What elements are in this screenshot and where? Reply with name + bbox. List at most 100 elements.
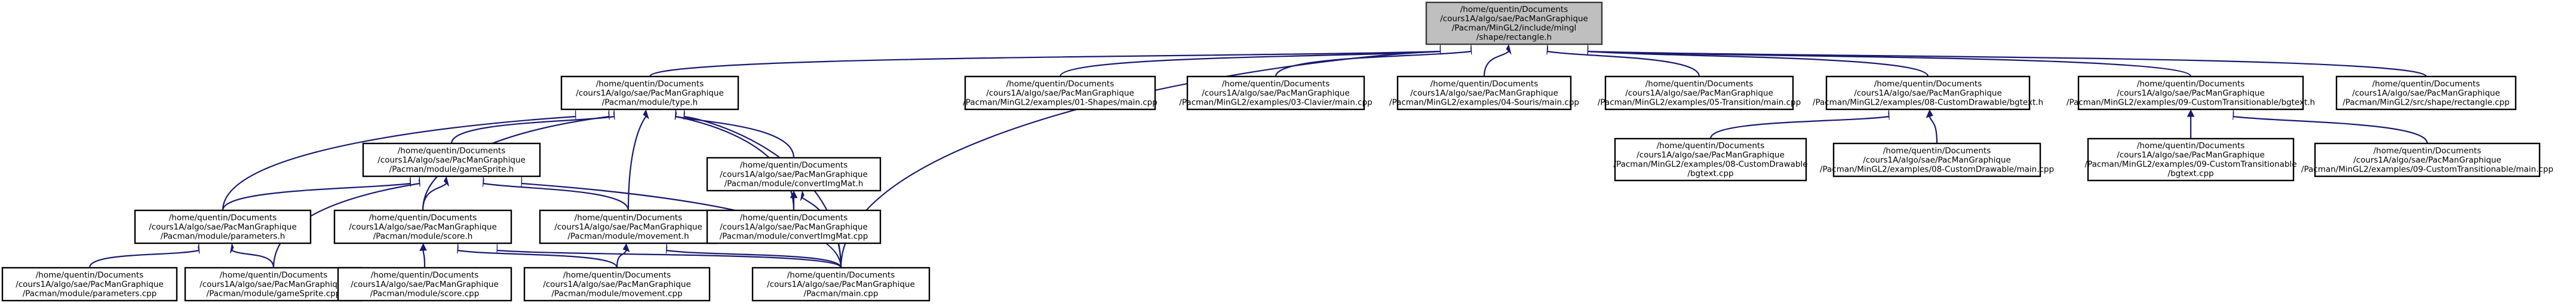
node-label-line: /Pacman/MinGL2/examples/09-CustomTransit… (2067, 97, 2315, 107)
node-box (362, 142, 541, 178)
edge-line (1547, 50, 1700, 77)
edge-gamesprite-h-includes-type-h (450, 109, 615, 144)
node-label-line: /home/quentin/Documents (787, 270, 895, 280)
edge-line (684, 115, 842, 268)
node-box (2314, 142, 2541, 178)
edge-main08-includes-bgtext-h08 (1926, 109, 1938, 144)
node-box (964, 75, 1156, 111)
node-label-line: /cours1A/algo/sae/PacManGraphique (2117, 88, 2265, 98)
node-bgtext-h09[interactable]: /home/quentin/Documents/cours1A/algo/sae… (2067, 75, 2315, 111)
edge-convertimgmat-cpp-includes-convertimgmat-h (790, 190, 798, 210)
arrowhead (443, 176, 450, 187)
arrowhead (643, 109, 649, 120)
edge-main-cpp-includes-gamesprite-h (521, 176, 842, 268)
node-score-h[interactable]: /home/quentin/Documents/cours1A/algo/sae… (333, 209, 512, 244)
node-box (1614, 137, 1807, 182)
node-label-line: /home/quentin/Documents (169, 213, 277, 222)
node-main09[interactable]: /home/quentin/Documents/cours1A/algo/sae… (2301, 142, 2553, 178)
node-label-line: /Pacman/module/movement.h (567, 231, 689, 241)
node-label-line: /cours1A/algo/sae/PacManGraphique (351, 280, 499, 289)
node-label-line: /cours1A/algo/sae/PacManGraphique (1410, 88, 1558, 98)
edge-line (422, 250, 426, 268)
edge-movement-h-includes-gamesprite-h (482, 176, 630, 211)
node-box (1825, 75, 2031, 111)
node-type-h[interactable]: /home/quentin/Documents/cours1A/algo/sae… (560, 75, 739, 111)
edge-line (616, 250, 627, 268)
node-label-line: /Pacman/module/convertImgMat.cpp (720, 231, 868, 241)
edge-line (2233, 115, 2428, 144)
node-label-line: /home/quentin/Documents (2374, 146, 2481, 155)
node-convertimgmat-cpp[interactable]: /home/quentin/Documents/cours1A/algo/sae… (706, 209, 882, 244)
node-main-cpp[interactable]: /home/quentin/Documents/cours1A/algo/sae… (751, 267, 931, 302)
node-label-line: /home/quentin/Documents (36, 270, 143, 280)
edge-main-cpp-includes-score-h (496, 243, 842, 268)
node-rect-cpp[interactable]: /home/quentin/Documents/cours1A/algo/sae… (2335, 75, 2517, 111)
node-label-line: /Pacman/MinGL2/examples/04-Souris/main.c… (1389, 97, 1579, 107)
arrowhead (575, 109, 576, 120)
node-box (184, 267, 363, 302)
node-ex03[interactable]: /home/quentin/Documents/cours1A/algo/sae… (1179, 75, 1373, 111)
node-convertimgmat-h[interactable]: /home/quentin/Documents/cours1A/algo/sae… (706, 157, 882, 192)
node-label-line: /cours1A/algo/sae/PacManGraphique (1637, 151, 1785, 160)
node-movement-cpp[interactable]: /home/quentin/Documents/cours1A/algo/sae… (523, 267, 711, 302)
edge-movement-cpp-includes-score-h (457, 243, 618, 268)
node-score-cpp[interactable]: /home/quentin/Documents/cours1A/algo/sae… (337, 267, 512, 302)
node-label-line: /Pacman/MinGL2/examples/08-CustomDrawabl… (1614, 160, 1808, 169)
node-label-line: /cours1A/algo/sae/PacManGraphique (720, 222, 868, 232)
node-rectangle-h[interactable]: /home/quentin/Documents/cours1A/algo/sae… (1425, 1, 1603, 45)
arrowhead (198, 243, 200, 254)
node-label-line: /Pacman/module/convertImgMat.h (724, 179, 864, 188)
edge-parameters-cpp-includes-parameters-h (88, 243, 200, 268)
node-label-line: /cours1A/algo/sae/PacManGraphique (543, 280, 691, 289)
node-label-line: /bgtext.cpp (1687, 169, 1733, 179)
node-ex01[interactable]: /home/quentin/Documents/cours1A/algo/sae… (963, 75, 1157, 111)
node-label-line: /home/quentin/Documents (740, 213, 848, 222)
node-label-line: /home/quentin/Documents (220, 270, 327, 280)
node-box (523, 267, 711, 302)
node-label-line: /Pacman/module/gameSprite.cpp (207, 289, 341, 298)
edge-line (1588, 50, 2427, 77)
edge-line (627, 116, 647, 211)
edge-line (222, 115, 576, 211)
node-movement-h[interactable]: /home/quentin/Documents/cours1A/algo/sae… (539, 209, 718, 244)
arrowhead (496, 243, 498, 254)
node-bgtext-h08[interactable]: /home/quentin/Documents/cours1A/algo/sae… (1813, 75, 2043, 111)
node-label-line: /cours1A/algo/sae/PacManGraphique (1625, 88, 1773, 98)
edge-line (483, 182, 630, 211)
node-label-line: /Pacman/module/gameSprite.h (389, 164, 514, 174)
edge-line (521, 182, 842, 268)
node-label-line: /cours1A/algo/sae/PacManGraphique (16, 280, 164, 289)
edge-bgtext-h09-includes-rectangle-h (1587, 44, 2192, 77)
node-label-line: /Pacman/module/score.h (373, 231, 473, 241)
node-label-line: /cours1A/algo/sae/PacManGraphique (554, 222, 702, 232)
node-gamesprite-h[interactable]: /home/quentin/Documents/cours1A/algo/sae… (362, 142, 541, 178)
edge-line (1929, 116, 1938, 144)
edge-line (676, 115, 795, 158)
node-label-line: /Pacman/module/movement.cpp (551, 289, 682, 298)
arrowhead (800, 190, 805, 201)
node-label-line: /cours1A/algo/sae/PacManGraphique (2117, 151, 2265, 160)
node-gamesprite-cpp[interactable]: /home/quentin/Documents/cours1A/algo/sae… (184, 267, 363, 302)
node-box (706, 157, 882, 192)
edge-gamesprite-cpp-includes-gamesprite-h (272, 176, 420, 268)
node-label-line: /home/quentin/Documents (2137, 141, 2245, 151)
node-bgtext-cpp08[interactable]: /home/quentin/Documents/cours1A/algo/sae… (1614, 137, 1808, 182)
edge-line (666, 249, 842, 268)
node-label-line: /home/quentin/Documents (1430, 79, 1538, 88)
node-main08[interactable]: /home/quentin/Documents/cours1A/algo/sae… (1820, 142, 2054, 178)
node-box (337, 267, 512, 302)
arrowhead (1470, 44, 1472, 55)
node-box (2087, 137, 2295, 182)
node-ex05[interactable]: /home/quentin/Documents/cours1A/algo/sae… (1598, 75, 1801, 111)
node-parameters-h[interactable]: /home/quentin/Documents/cours1A/algo/sae… (134, 209, 312, 244)
node-ex04[interactable]: /home/quentin/Documents/cours1A/algo/sae… (1389, 75, 1579, 111)
node-bgtext-cpp09[interactable]: /home/quentin/Documents/cours1A/algo/sae… (2084, 137, 2297, 182)
node-label-line: /home/quentin/Documents (563, 270, 671, 280)
node-label-line: /cours1A/algo/sae/PacManGraphique (149, 222, 297, 232)
node-label-line: /Pacman/MinGL2/examples/08-CustomDrawabl… (1820, 164, 2054, 174)
node-label-line: /home/quentin/Documents (398, 146, 505, 155)
node-label-line: /home/quentin/Documents (1874, 79, 1982, 88)
node-label-line: /home/quentin/Documents (1460, 5, 1568, 14)
node-label-line: /shape/rectangle.h (1476, 33, 1552, 42)
node-parameters-cpp[interactable]: /home/quentin/Documents/cours1A/algo/sae… (1, 267, 178, 302)
